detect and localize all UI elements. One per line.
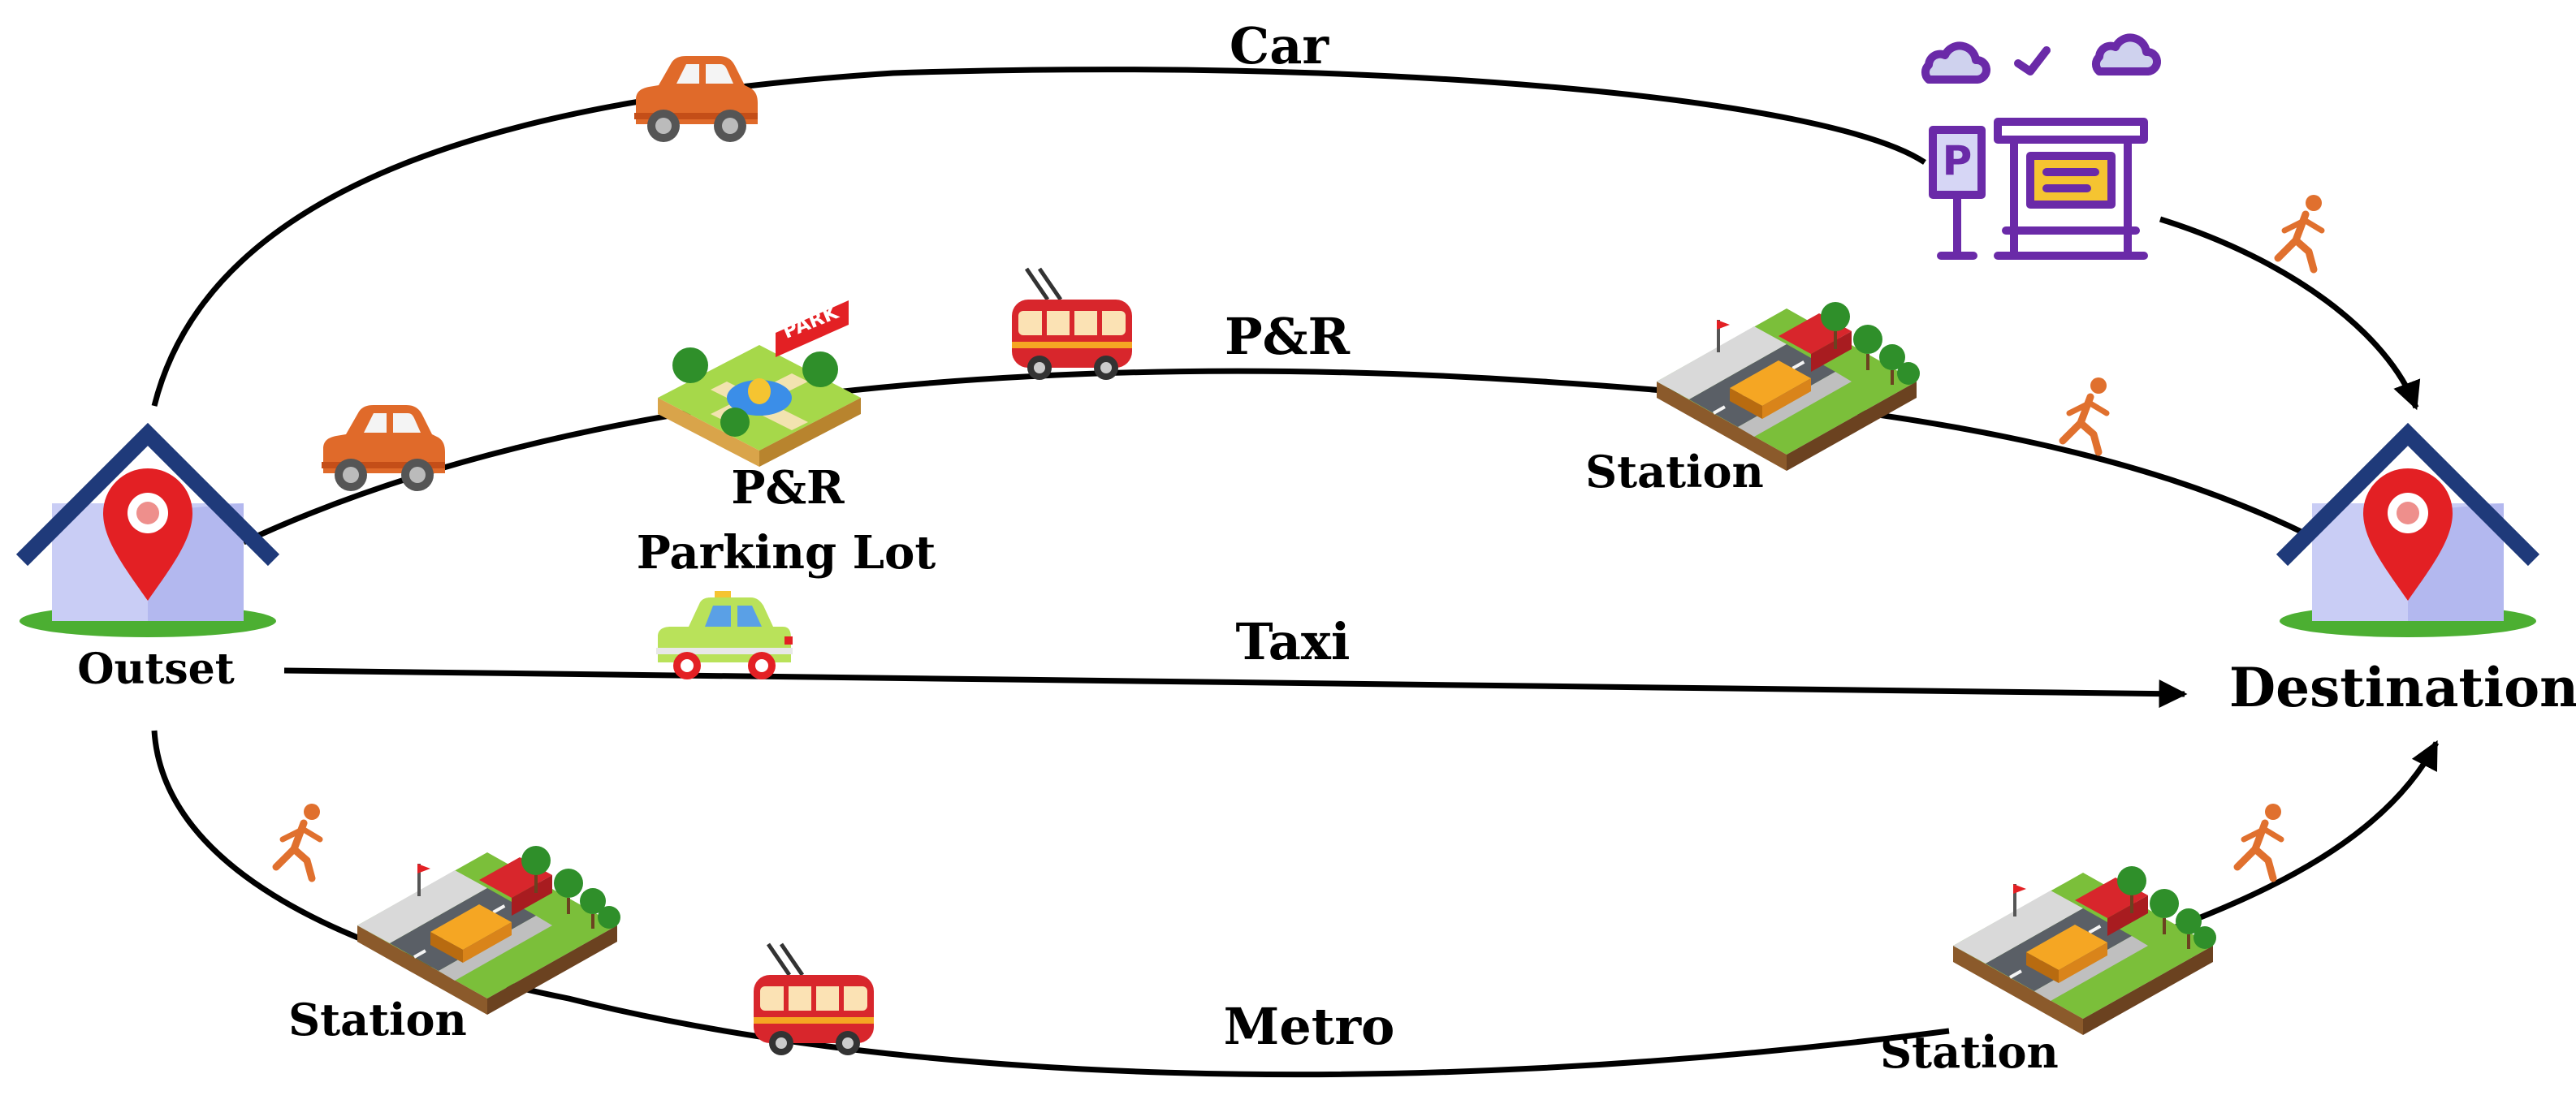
bus-icon	[754, 944, 874, 1055]
walking-person-icon	[2237, 804, 2281, 878]
taxi-route-label: Taxi	[1236, 612, 1351, 671]
bus-icon	[1012, 269, 1132, 380]
car-route-label: Car	[1230, 16, 1330, 75]
station-pr-label: Station	[1585, 446, 1764, 498]
metro-route-line	[151, 730, 1950, 1078]
car-walk-route-line	[2159, 216, 2421, 411]
pr-route-line	[242, 368, 2308, 546]
pr-parking-label-line1: P&R	[731, 461, 845, 515]
parking-p-text: P	[1943, 137, 1973, 184]
outset-house-icon	[19, 434, 276, 637]
walking-person-icon	[276, 804, 320, 878]
car-icon	[322, 405, 445, 491]
park-and-ride-lot-icon: PARK	[658, 300, 861, 467]
pr-parking-label-line2: Parking Lot	[637, 526, 936, 580]
destination-house-icon	[2280, 434, 2536, 637]
parking-shelter-icon: P	[1921, 33, 2161, 260]
destination-label: Destination	[2229, 656, 2576, 719]
outset-label: Outset	[77, 645, 235, 694]
taxi-route-line	[283, 667, 2188, 709]
bus-station-icon	[1951, 865, 2218, 1037]
taxi-icon	[656, 591, 793, 679]
bus-station-icon	[356, 844, 622, 1016]
walking-person-icon	[2278, 195, 2322, 270]
station-metro-right-label: Station	[1880, 1026, 2059, 1078]
pr-route-label: P&R	[1225, 307, 1351, 366]
car-route-line	[151, 67, 1926, 407]
metro-route-label: Metro	[1224, 997, 1395, 1056]
walking-person-icon	[2063, 377, 2107, 452]
car-icon	[634, 56, 758, 142]
station-metro-left-label: Station	[288, 994, 467, 1046]
